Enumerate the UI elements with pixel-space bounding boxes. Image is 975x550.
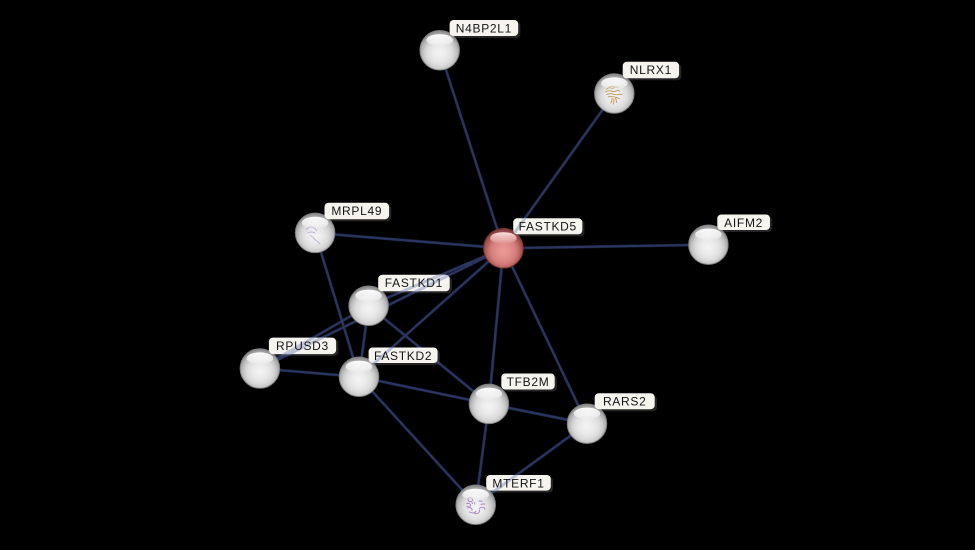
svg-text:NLRX1: NLRX1 [630, 63, 672, 77]
svg-text:RPUSD3: RPUSD3 [276, 339, 329, 353]
svg-text:FASTKD2: FASTKD2 [374, 349, 432, 363]
svg-text:FASTKD5: FASTKD5 [519, 220, 577, 234]
svg-text:TFB2M: TFB2M [507, 375, 550, 389]
svg-text:RARS2: RARS2 [603, 395, 647, 409]
svg-text:MTERF1: MTERF1 [492, 476, 544, 490]
svg-text:FASTKD1: FASTKD1 [385, 276, 443, 290]
svg-text:MRPL49: MRPL49 [331, 204, 382, 218]
svg-text:AIFM2: AIFM2 [724, 216, 763, 230]
svg-text:N4BP2L1: N4BP2L1 [456, 21, 512, 35]
